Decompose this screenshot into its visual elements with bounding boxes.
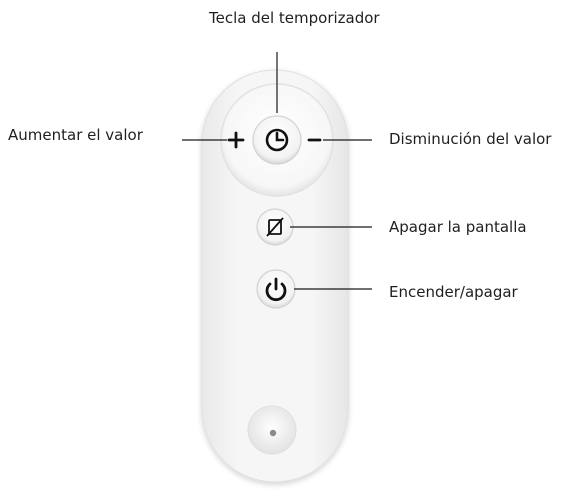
increase-value-button[interactable] <box>227 131 245 149</box>
power-label: Encender/apagar <box>389 283 518 301</box>
mounting-hole <box>247 405 297 455</box>
increase-value-label: Aumentar el valor <box>8 126 143 144</box>
timer-button[interactable] <box>252 115 302 165</box>
screen-off-icon <box>266 217 284 237</box>
decrease-value-label: Disminución del valor <box>389 130 552 148</box>
power-button[interactable] <box>256 269 296 309</box>
power-icon <box>265 277 287 302</box>
screen-off-label: Apagar la pantalla <box>389 218 527 236</box>
plus-icon <box>227 131 245 149</box>
timer-key-label: Tecla del temporizador <box>209 9 380 27</box>
clock-icon <box>265 128 289 152</box>
screen-off-button[interactable] <box>256 208 294 246</box>
